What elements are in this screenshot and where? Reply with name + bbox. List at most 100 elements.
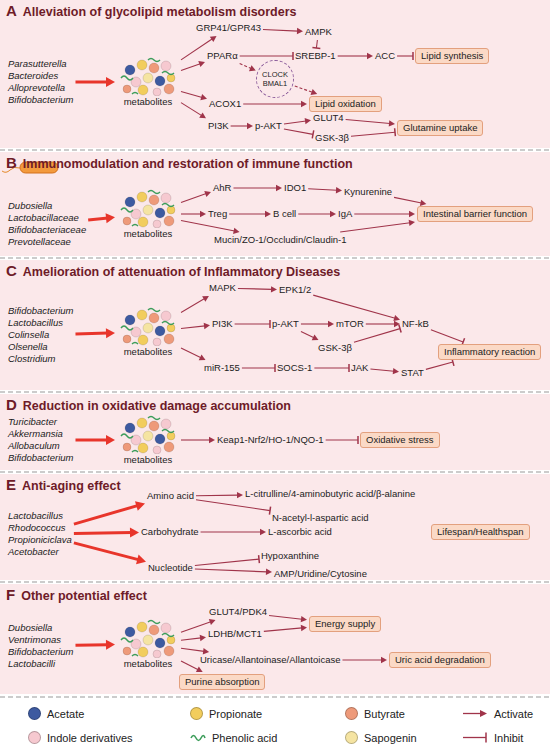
legend-text: Inhibit bbox=[494, 732, 523, 744]
node-text: N-acetyl-l-aspartic acid bbox=[272, 512, 369, 524]
metabolite-cluster: metabolites bbox=[117, 188, 179, 240]
pathway-label: B cell bbox=[273, 208, 296, 220]
activate-connector bbox=[263, 28, 303, 34]
legend-swatch bbox=[345, 707, 358, 720]
bacteria-name: Bifidobacteriaceae bbox=[8, 224, 86, 236]
legend-item: Activate bbox=[462, 707, 533, 720]
bacteria-name: Bifidobacterium bbox=[8, 94, 73, 106]
node-text: Oxidative stress bbox=[366, 434, 434, 446]
node-text: Purine absorption bbox=[185, 676, 259, 688]
legend-text: Activate bbox=[494, 708, 533, 720]
pathway-label: AMP/Uridine/Cytosine bbox=[274, 568, 367, 580]
outcome-box: Uric acid degradation bbox=[389, 652, 491, 668]
activate-connector bbox=[370, 368, 399, 374]
pathway-label: IgA bbox=[338, 208, 352, 220]
legend-text: Sapogenin bbox=[364, 732, 417, 744]
node-text: ACOX1 bbox=[209, 98, 241, 110]
activate-connector bbox=[354, 211, 415, 217]
bacteria-name: Bacteroides bbox=[8, 70, 73, 82]
source-arrow bbox=[75, 77, 115, 87]
pathway-label: GSK-3β bbox=[315, 132, 349, 144]
inhibit-connector bbox=[235, 320, 270, 328]
node-text: IgA bbox=[338, 208, 352, 220]
pathway-label: IDO1 bbox=[284, 182, 306, 194]
node-text: EPK1/2 bbox=[279, 284, 311, 296]
node-text: mTOR bbox=[336, 318, 364, 330]
node-text: Lipid oxidation bbox=[315, 98, 376, 110]
metabolite-dots bbox=[118, 414, 178, 454]
node-text: Lifespan/Healthspan bbox=[437, 526, 524, 538]
activate-connector bbox=[366, 321, 400, 327]
pathway-label: AMPK bbox=[305, 26, 332, 38]
activate-connector bbox=[181, 635, 206, 641]
pathway-label: SOCS-1 bbox=[277, 362, 312, 374]
bacteria-name: Dubosiella bbox=[8, 200, 86, 212]
legend-swatch bbox=[345, 731, 358, 744]
activate-connector bbox=[269, 615, 307, 622]
node-text: JAK bbox=[351, 362, 368, 374]
outcome-box: Purine absorption bbox=[179, 674, 265, 690]
activate-connector bbox=[181, 211, 206, 217]
pathway-label: Uricase/Allantoinase/Allantoicase bbox=[200, 654, 340, 666]
panel-band: BImmunomodulation and restoration of imm… bbox=[0, 152, 550, 256]
source-arrow bbox=[75, 328, 115, 338]
activate-connector bbox=[195, 569, 272, 575]
inhibit-connector bbox=[240, 52, 293, 60]
activate-connector bbox=[181, 348, 206, 360]
outcome-box: Intestinal barrier function bbox=[417, 206, 533, 222]
activate-connector bbox=[301, 321, 334, 327]
metabolite-cluster: metabolites bbox=[117, 56, 179, 108]
activate-connector bbox=[284, 118, 311, 124]
node-text: Lipid synthesis bbox=[421, 50, 483, 62]
node-text: metabolites bbox=[117, 346, 179, 358]
node-text: Keap1-Nrf2/HO-1/NQO-1 bbox=[217, 434, 324, 446]
bacteria-list: ParasutterellaBacteroidesAlloprevotellaB… bbox=[8, 58, 73, 106]
legend-item: Acetate bbox=[28, 707, 84, 720]
outcome-box: Glutamine uptake bbox=[397, 120, 483, 136]
legend-text: Butyrate bbox=[364, 708, 405, 720]
bacteria-name: Dubosiella bbox=[8, 622, 73, 634]
panel-title: E Anti-aging effect bbox=[6, 476, 121, 494]
node-text: PPARα bbox=[207, 50, 238, 62]
legend-sample bbox=[190, 731, 206, 744]
activate-connector bbox=[295, 86, 317, 95]
pathway-label: GSK-3β bbox=[318, 342, 352, 354]
bacteria-list: LactobacillusRhodococcusPropioniciclavaA… bbox=[8, 510, 72, 558]
panel-letter: F bbox=[6, 586, 15, 603]
pathway-label: N-acetyl-l-aspartic acid bbox=[272, 512, 369, 524]
node-text: Uric acid degradation bbox=[395, 654, 485, 666]
panel-heading: Anti-aging effect bbox=[22, 479, 121, 493]
node-text: PI3K bbox=[208, 120, 229, 132]
metabolite-dots bbox=[118, 306, 178, 346]
pathway-label: PI3K bbox=[208, 120, 229, 132]
inhibit-connector bbox=[397, 52, 413, 60]
pathway-label: ACOX1 bbox=[209, 98, 241, 110]
pathway-label: mTOR bbox=[336, 318, 364, 330]
legend-sample bbox=[462, 707, 488, 720]
panel-heading: Other potential effect bbox=[21, 589, 147, 603]
inhibit-connector bbox=[242, 364, 275, 372]
source-arrow bbox=[74, 528, 139, 538]
bacteria-name: Lactobacillus bbox=[8, 510, 72, 522]
node-text: metabolites bbox=[117, 96, 179, 108]
node-text: metabolites bbox=[117, 658, 179, 670]
node-text: Treg bbox=[208, 208, 227, 220]
pathway-label: STAT bbox=[401, 367, 424, 379]
bacteria-name: Parasutterella bbox=[8, 58, 73, 70]
pathway-label: ACC bbox=[375, 50, 395, 62]
activate-connector bbox=[298, 211, 336, 217]
legend-item: Butyrate bbox=[345, 707, 405, 720]
metabolite-cluster: metabolites bbox=[117, 306, 179, 358]
bacteria-name: Acetobacter bbox=[8, 546, 72, 558]
pathway-label: p-AKT bbox=[255, 120, 282, 132]
node-text: Glutamine uptake bbox=[403, 122, 477, 134]
node-text: GSK-3β bbox=[318, 342, 352, 354]
node-text: L-citrulline/4-aminobutyric acid/β-alani… bbox=[245, 488, 415, 500]
node-text: GRP41/GPR43 bbox=[196, 22, 261, 34]
activate-connector bbox=[181, 661, 203, 672]
panel-letter: E bbox=[6, 476, 16, 493]
panel-separator bbox=[0, 150, 550, 697]
node-text: SREBP-1 bbox=[295, 50, 336, 62]
source-arrow bbox=[75, 640, 115, 650]
